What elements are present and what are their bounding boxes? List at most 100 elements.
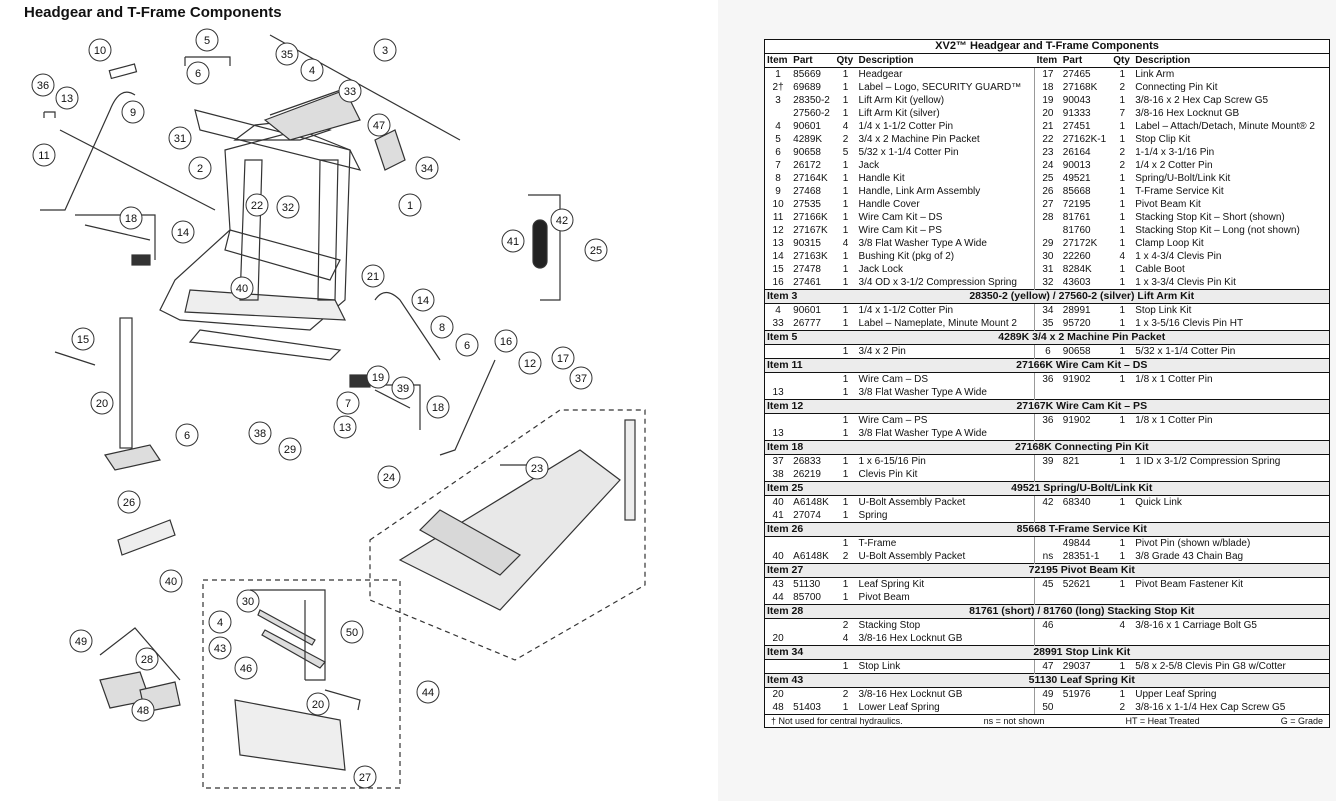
callout-circle xyxy=(208,610,232,634)
table-cell: 3/8 Flat Washer Type A Wide xyxy=(858,387,987,398)
table-cell: 36 xyxy=(1034,372,1061,386)
callout-circle xyxy=(88,38,112,62)
table-cell: 1/4 x 2 Cotter Pin xyxy=(1135,160,1213,171)
table-cell: Wire Cam Kit – PS xyxy=(858,225,942,236)
table-cell: 1 xyxy=(1119,121,1126,132)
table-cell: 23 xyxy=(1034,146,1061,159)
callout-circle xyxy=(501,229,525,253)
table-cell: 27167K xyxy=(793,225,828,236)
footnote: G = Grade xyxy=(1280,716,1323,726)
table-cell: 21 xyxy=(1034,120,1061,133)
table-cell: 13 xyxy=(772,238,784,249)
callout-label: 18 xyxy=(125,213,137,225)
table-cell: 3/4 x 2 Pin xyxy=(858,346,906,357)
callout-label: 24 xyxy=(383,472,395,484)
table-cell: 10 xyxy=(772,199,784,210)
table-cell: 27468 xyxy=(793,186,821,197)
kit-title: 27168K Connecting Pin Kit xyxy=(834,440,1329,455)
col-header: Qty xyxy=(1111,53,1134,68)
table-cell: 90601 xyxy=(793,121,821,132)
callout-circle xyxy=(336,391,360,415)
table-cell xyxy=(1133,468,1329,482)
table-cell: Wire Cam – PS xyxy=(858,415,928,426)
callout-label: 36 xyxy=(37,80,49,92)
table-cell: 1 xyxy=(842,374,849,385)
table-cell: Pivot Beam Fastener Kit xyxy=(1135,579,1244,590)
callout-label: 2 xyxy=(197,163,203,175)
table-cell: A6148K xyxy=(793,497,829,508)
table-cell: 81761 xyxy=(1062,212,1091,223)
table-cell: Bushing Kit (pkg of 2) xyxy=(858,251,955,262)
table-cell: 1 xyxy=(842,173,849,184)
table-cell: 1 xyxy=(1119,173,1126,184)
table-cell: 1 xyxy=(1119,186,1126,197)
kit-item-label: Item 18 xyxy=(765,440,835,455)
col-header: Description xyxy=(856,53,1035,68)
table-cell: Wire Cam Kit – DS xyxy=(858,212,943,223)
table-cell: 1 xyxy=(1119,661,1126,672)
table-cell: 3/8-16 Hex Locknut GB xyxy=(858,633,963,644)
table-cell: 3/4 x 2 Machine Pin Packet xyxy=(858,134,980,145)
callout-label: 44 xyxy=(422,687,434,699)
table-cell: 51130 xyxy=(793,579,821,590)
table-cell: 32 xyxy=(1034,276,1061,290)
table-cell: Lower Leaf Spring xyxy=(858,702,940,713)
table-cell: 27560-2 xyxy=(793,108,830,119)
callout-label: 23 xyxy=(531,463,543,475)
table-cell: 1 xyxy=(842,415,849,426)
table-cell: 5/8 x 2-5/8 Clevis Pin G8 w/Cotter xyxy=(1135,661,1286,672)
table-cell: 1 xyxy=(842,661,849,672)
table-cell: Spring/U-Bolt/Link Kit xyxy=(1135,173,1231,184)
table-cell: 4 xyxy=(1119,251,1126,262)
callout-label: 30 xyxy=(242,596,254,608)
table-cell: 1/4 x 1-1/2 Cotter Pin xyxy=(858,121,954,132)
table-cell: 1 xyxy=(1119,277,1126,288)
table-cell: 1 xyxy=(842,82,849,93)
table-cell: 821 xyxy=(1062,456,1080,467)
table-cell: 2 xyxy=(842,551,849,562)
table-cell: Pivot Beam xyxy=(858,592,910,603)
table-cell: 4 xyxy=(775,305,781,316)
table-cell: 90601 xyxy=(793,305,821,316)
table-cell xyxy=(765,619,791,633)
callout-circle xyxy=(131,698,155,722)
table-cell xyxy=(1133,632,1329,646)
callout-circle xyxy=(90,391,114,415)
table-cell xyxy=(1061,427,1111,441)
table-cell: 47 xyxy=(1034,659,1061,674)
table-cell: 51403 xyxy=(793,702,821,713)
table-cell: 40 xyxy=(772,497,784,508)
table-cell: 1 xyxy=(842,212,849,223)
table-cell: Spring xyxy=(858,510,888,521)
table-cell: Lift Arm Kit (yellow) xyxy=(858,95,945,106)
table-cell: 7 xyxy=(775,160,781,171)
table-cell: 12 xyxy=(772,225,784,236)
table-cell: 1 xyxy=(842,456,849,467)
table-cell xyxy=(791,414,834,428)
callout-circle xyxy=(455,333,479,357)
table-cell: 1 xyxy=(842,346,849,357)
table-cell: 2 xyxy=(842,134,849,145)
table-cell: 48 xyxy=(772,702,784,713)
table-cell: 27074 xyxy=(793,510,821,521)
callout-label: 34 xyxy=(421,163,433,175)
table-cell: 1 xyxy=(842,264,849,275)
table-cell: 1 xyxy=(1119,374,1126,385)
table-cell xyxy=(1111,427,1133,441)
table-cell: 6 xyxy=(775,147,781,158)
col-header: Item xyxy=(1034,53,1061,68)
table-cell: 28351-1 xyxy=(1062,551,1100,562)
diagram-parts xyxy=(40,34,646,789)
col-header: Part xyxy=(791,53,835,68)
table-cell: 6 xyxy=(1034,344,1061,359)
